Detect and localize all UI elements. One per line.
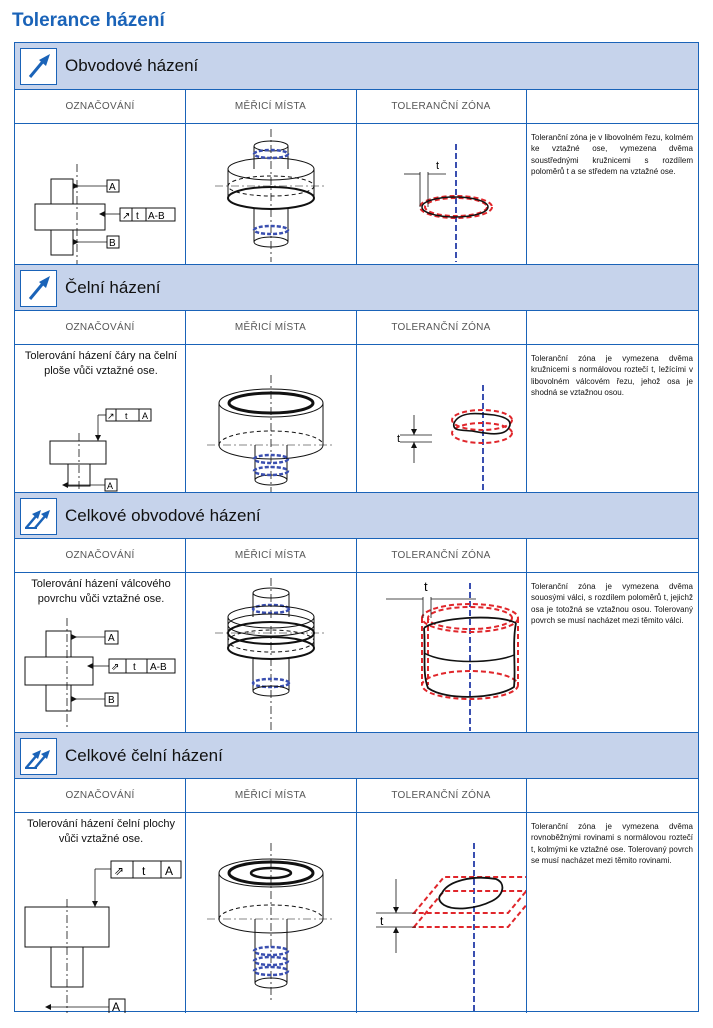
description: Toleranční zóna je v libovolném řezu, ko…	[531, 133, 693, 177]
datum-a-label: A	[108, 633, 115, 644]
marking-text: Tolerování házení čelní plochy vůči vzta…	[27, 818, 175, 845]
section-header: Čelní házení	[15, 264, 698, 311]
header-marking: OZNAČOVÁNÍ	[65, 790, 135, 801]
zone-t-label: t	[424, 579, 428, 594]
frame-symbol: ⇗	[111, 662, 119, 673]
description: Toleranční zóna je vymezena dvěma souosý…	[531, 582, 693, 626]
frame-tolerance: t	[142, 864, 146, 878]
header-marking: OZNAČOVÁNÍ	[65, 322, 135, 333]
page-title: Tolerance házení	[12, 10, 165, 31]
frame-reference: A-B	[148, 211, 165, 222]
datum-a-label: A	[112, 1000, 120, 1013]
marking-text: Tolerování házení čáry na čelní ploše vů…	[24, 350, 178, 377]
header-marking: OZNAČOVÁNÍ	[65, 550, 135, 561]
header-marking: OZNAČOVÁNÍ	[65, 101, 135, 112]
section-total-radial-runout: Celkové obvodové házení OZNAČOVÁNÍ MĚŘIC…	[15, 492, 698, 732]
tolerance-zone-drawing: t	[376, 843, 526, 1011]
header-tolerance-zone: TOLERANČNÍ ZÓNA	[391, 322, 491, 333]
measuring-points-drawing	[207, 375, 335, 492]
header-tolerance-zone: TOLERANČNÍ ZÓNA	[391, 101, 491, 112]
header-measuring-points: MĚŘICÍ MÍSTA	[234, 322, 307, 333]
single-arrow-icon	[20, 270, 57, 307]
double-arrow-icon	[20, 498, 57, 535]
single-arrow-icon	[20, 48, 57, 85]
header-measuring-points: MĚŘICÍ MÍSTA	[234, 101, 307, 112]
datum-b-label: B	[109, 238, 116, 249]
datum-a-label: A	[109, 182, 116, 193]
marking-drawing: ⇗ t A A	[24, 860, 182, 1013]
frame-tolerance: t	[133, 662, 136, 673]
section-header: Celkové čelní házení	[15, 732, 698, 779]
frame-reference: A	[142, 411, 148, 421]
description: Toleranční zóna je vymezena dvěma kružni…	[531, 354, 693, 398]
header-measuring-points: MĚŘICÍ MÍSTA	[234, 550, 307, 561]
section-header: Celkové obvodové házení	[15, 492, 698, 539]
frame-symbol: ↗	[107, 411, 115, 421]
description: Toleranční zóna je vymezena dvěma rovnob…	[531, 822, 693, 866]
frame-tolerance: t	[125, 411, 128, 421]
zone-t-label: t	[436, 160, 439, 172]
zone-t-label: t	[380, 914, 384, 928]
frame-symbol: ↗	[122, 211, 130, 222]
marking-drawing: A ⇗ t A-B B	[24, 618, 176, 728]
measuring-points-drawing	[215, 578, 327, 731]
header-tolerance-zone: TOLERANČNÍ ZÓNA	[391, 790, 491, 801]
section-radial-runout: Obvodové házení OZNAČOVÁNÍ MĚŘICÍ MÍSTA …	[15, 43, 698, 264]
tolerance-zone-drawing: t	[404, 144, 493, 262]
section-header: Obvodové házení	[15, 43, 698, 90]
frame-tolerance: t	[136, 211, 139, 222]
header-tolerance-zone: TOLERANČNÍ ZÓNA	[391, 550, 491, 561]
datum-b-label: B	[108, 695, 115, 706]
tolerance-zone-drawing: t	[386, 579, 519, 731]
frame-reference: A-B	[150, 662, 167, 673]
section-title: Obvodové házení	[65, 56, 199, 75]
double-arrow-icon	[20, 738, 57, 775]
measuring-points-drawing	[215, 129, 327, 262]
section-total-axial-runout: Celkové čelní házení OZNAČOVÁNÍ MĚŘICÍ M…	[15, 732, 698, 1013]
frame-reference: A	[165, 864, 173, 878]
zone-t-label: t	[397, 433, 400, 445]
marking-drawing: A ↗ t A-B B	[34, 164, 176, 264]
section-title: Celkové obvodové házení	[65, 506, 261, 525]
tolerance-zone-drawing: t	[397, 385, 513, 492]
measuring-points-drawing	[207, 843, 335, 1001]
header-measuring-points: MĚŘICÍ MÍSTA	[234, 790, 307, 801]
datum-a-label: A	[107, 481, 113, 491]
section-title: Celkové čelní házení	[65, 746, 223, 765]
frame-symbol: ⇗	[114, 864, 124, 878]
section-axial-runout: Čelní házení OZNAČOVÁNÍ MĚŘICÍ MÍSTA TOL…	[15, 264, 698, 492]
marking-drawing: ↗ t A A	[49, 408, 152, 492]
tolerance-table: Obvodové házení OZNAČOVÁNÍ MĚŘICÍ MÍSTA …	[14, 42, 699, 1013]
section-title: Čelní házení	[65, 278, 161, 297]
marking-text: Tolerování házení válcového povrchu vůči…	[31, 578, 171, 605]
